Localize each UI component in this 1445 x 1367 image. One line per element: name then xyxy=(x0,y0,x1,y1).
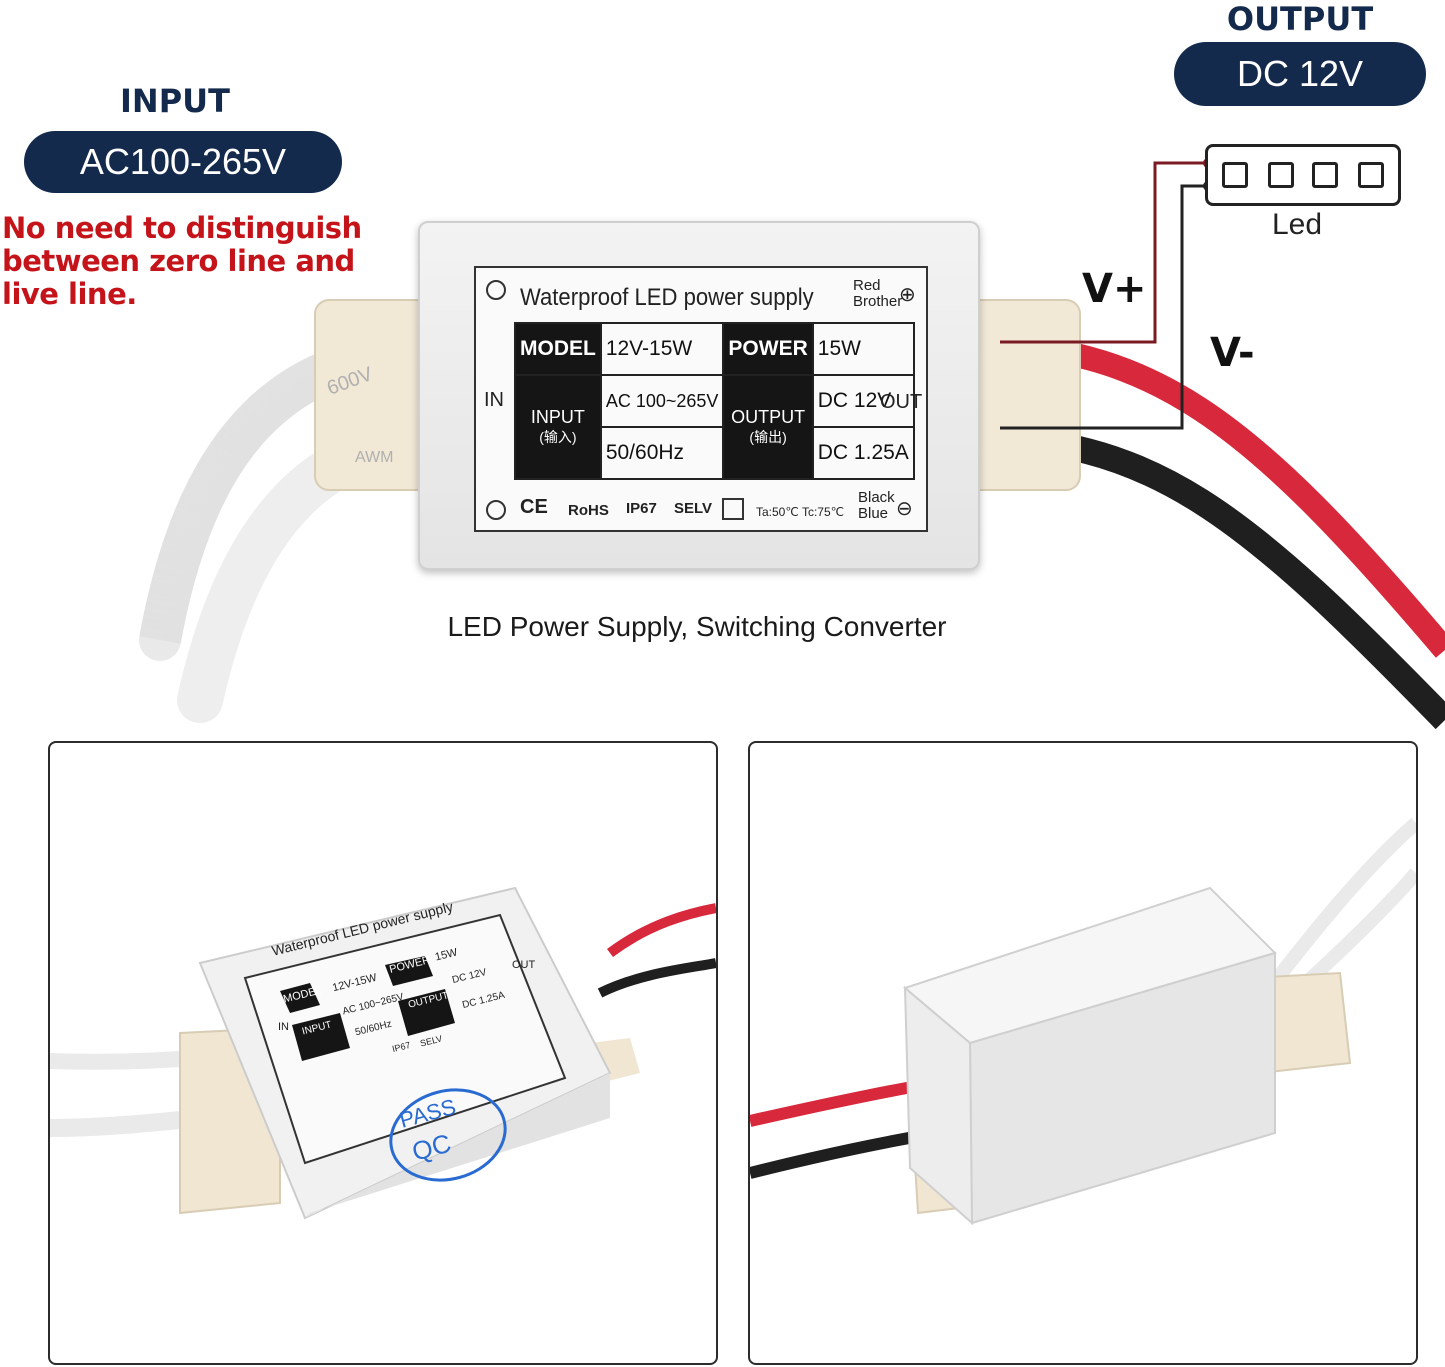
minus-icon: ⊖ xyxy=(896,498,913,520)
selv-mark: SELV xyxy=(674,500,713,517)
v-minus-label: V- xyxy=(1210,330,1255,376)
power-supply-housing: Waterproof LED power supply Red Brother … xyxy=(418,221,980,570)
angled-product-photo: PASS QC xyxy=(50,886,716,1220)
product-caption: LED Power Supply, Switching Converter xyxy=(447,611,947,642)
input-heading: INPUT xyxy=(120,82,230,120)
output-voltage-pill: DC 12V xyxy=(1174,42,1426,106)
mounting-hole-icon xyxy=(486,280,506,300)
output-key-sub: (输出) xyxy=(749,429,787,445)
power-value: 15W xyxy=(811,322,915,376)
double-insulation-icon xyxy=(722,498,744,520)
right-strain-relief xyxy=(964,299,1081,491)
output-key-cell: OUTPUT (输出) xyxy=(722,374,814,480)
led-chip xyxy=(1268,162,1294,188)
rear-product-photo xyxy=(750,817,1416,1226)
ip67-mark: IP67 xyxy=(626,500,657,517)
hero-wires: 600V AWM xyxy=(139,158,1445,730)
ce-mark: CE xyxy=(520,496,548,518)
spec-label-sheet: Waterproof LED power supply Red Brother … xyxy=(474,266,928,532)
v-minus-line xyxy=(1000,184,1208,430)
output-value-2: DC 1.25A xyxy=(811,426,915,480)
red-brother-label: Red Brother xyxy=(853,277,903,310)
led-chip xyxy=(1358,162,1384,188)
plus-icon: ⊕ xyxy=(899,284,916,306)
in-side-label: IN xyxy=(484,389,504,411)
photo-panel-angled: PASS QC Waterproof LED power supply MODE… xyxy=(48,741,718,1365)
label-title: Waterproof LED power supply xyxy=(520,284,814,311)
cable-print-awm: AWM xyxy=(355,449,394,466)
led-chip xyxy=(1222,162,1248,188)
thumb-left-in: IN xyxy=(278,1021,289,1033)
temperature-rating: Ta:50℃ Tc:75℃ xyxy=(756,505,845,519)
led-label: Led xyxy=(1272,208,1323,241)
input-key-cell: INPUT (输入) xyxy=(514,374,602,480)
v-plus-line xyxy=(1000,161,1208,344)
output-key: OUTPUT xyxy=(731,407,806,427)
rohs-mark: RoHS xyxy=(568,502,609,519)
model-value: 12V-15W xyxy=(599,322,725,376)
input-voltage-pill: AC100-265V xyxy=(24,131,342,193)
input-value-1: AC 100~265V xyxy=(599,374,725,428)
thumb-left-out: OUT xyxy=(512,959,536,971)
output-value-1: DC 12V xyxy=(811,374,915,428)
power-key: POWER xyxy=(722,322,814,376)
output-heading: OUTPUT xyxy=(1226,0,1374,38)
input-key-sub: (输入) xyxy=(539,429,577,445)
out-side-label: OUT xyxy=(880,391,923,413)
mounting-hole-icon xyxy=(486,500,506,520)
spec-table: MODEL 12V-15W POWER 15W INPUT (输入) AC 10… xyxy=(514,322,915,480)
model-key: MODEL xyxy=(514,322,602,376)
input-key: INPUT xyxy=(530,407,585,427)
input-warning-note: No need to distinguish between zero line… xyxy=(2,211,362,311)
led-strip xyxy=(1205,144,1401,206)
black-blue-label: Black Blue xyxy=(858,489,895,522)
photo-panel-rear xyxy=(748,741,1418,1365)
input-value-2: 50/60Hz xyxy=(599,426,725,480)
led-chip xyxy=(1312,162,1338,188)
v-plus-label: V+ xyxy=(1082,266,1147,312)
